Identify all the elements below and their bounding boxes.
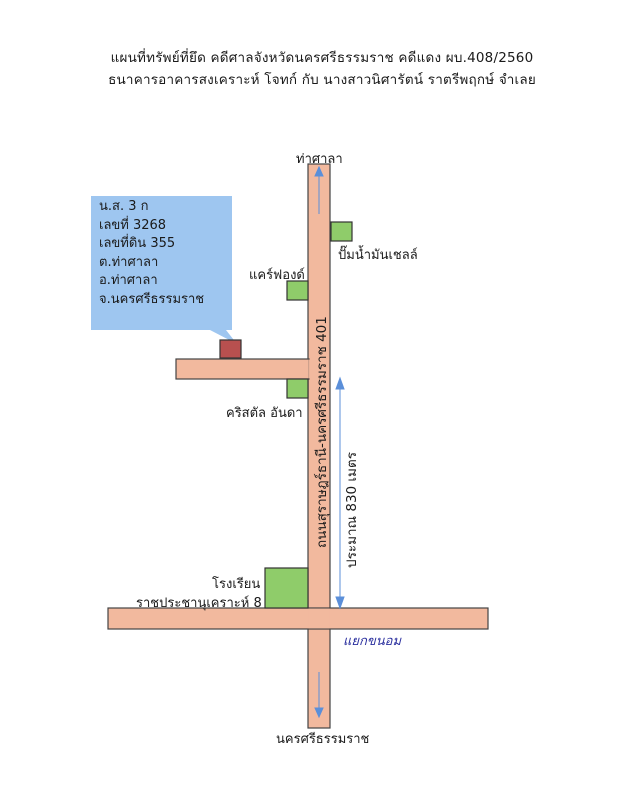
road-name-label: ถนนสุราษฎร์ธานี-นครศรีธรรมราช 401 [314, 316, 330, 548]
south-destination-label: นครศรีธรรมราช [276, 732, 370, 747]
case-parties: ธนาคารอาคารสงเคราะห์ โจทก์ กับ นางสาวนิศ… [108, 72, 536, 88]
gas-station-label: ปั๊มน้ำมันเชลล์ [338, 248, 418, 263]
south-direction-arrow [314, 672, 324, 719]
north-destination-label: ท่าศาลา [296, 152, 343, 167]
school-label-line2: ราชประชานุเคราะห์ 8 [136, 596, 262, 611]
care-fong-label: แคร์ฟองด์ [249, 268, 305, 283]
crystal-marker [286, 378, 309, 399]
property-details: น.ส. 3 ก เลขที่ 3268 เลขที่ดิน 355 ต.ท่า… [99, 198, 204, 309]
highway-401 [307, 163, 331, 729]
title-deed-type: น.ส. 3 ก [99, 199, 149, 214]
map-title: แผนที่ทรัพย์ที่ยึด คดีศาลจังหวัดนครศรีธร… [110, 50, 534, 66]
north-direction-arrow [314, 165, 324, 214]
school-label-line1: โรงเรียน [212, 577, 261, 592]
crystal-label: คริสตัล อันดา [226, 406, 303, 421]
care-fong-marker [286, 280, 309, 301]
side-road-west [175, 358, 310, 380]
gas-station-marker [330, 221, 353, 242]
junction-note: แยกขนอม [343, 634, 402, 649]
subdistrict: ต.ท่าศาลา [99, 254, 159, 270]
province: จ.นครศรีธรรมราช [99, 291, 205, 307]
school-marker [264, 567, 309, 609]
district: อ.ท่าศาลา [99, 273, 158, 288]
property-marker [219, 339, 242, 359]
land-number: เลขที่ดิน 355 [99, 236, 176, 251]
distance-label: ประมาณ 830 เมตร [344, 452, 360, 568]
deed-number: เลขที่ 3268 [99, 217, 167, 233]
property-callout [91, 196, 237, 344]
distance-arrow [335, 376, 345, 610]
